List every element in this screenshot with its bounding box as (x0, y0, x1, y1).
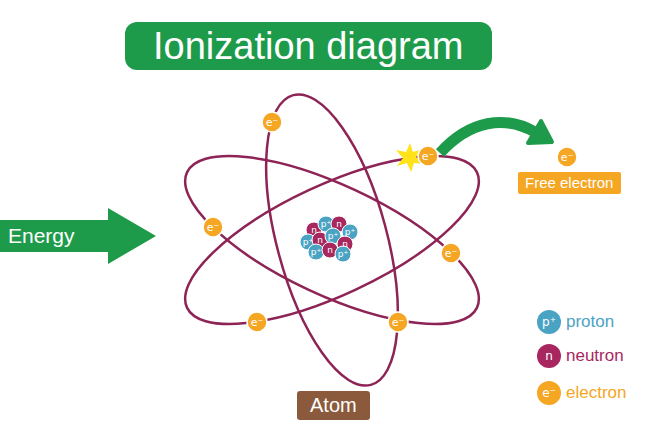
emission-arrowhead (528, 121, 552, 143)
arrow-outline (0, 208, 156, 264)
orbit (164, 123, 501, 358)
electron-circle (441, 243, 461, 263)
electron-symbol: e⁻ (561, 152, 574, 163)
title-box: Ionization diagram (125, 22, 492, 70)
nucleon-symbol: n (311, 226, 317, 235)
electron-symbol: e⁻ (445, 248, 458, 259)
legend-symbol: p⁺ (542, 316, 556, 328)
nucleon-symbol: n (327, 246, 333, 255)
nucleon-symbol: p⁺ (338, 250, 348, 259)
electron-symbol: e⁻ (266, 117, 279, 128)
emission-arrow (440, 122, 535, 153)
electron-symbol: e⁻ (207, 222, 220, 233)
atom-band: Atom (297, 391, 370, 420)
electron-circle (418, 146, 438, 166)
electron-circle (557, 147, 577, 167)
nucleon-symbol: p⁺ (303, 238, 313, 247)
electron-circle (247, 312, 267, 332)
electron-circle (388, 312, 408, 332)
orbit (240, 81, 424, 399)
electron-circle (262, 112, 282, 132)
energy-arrow: Energy (0, 208, 156, 264)
nucleon-symbol: p⁺ (311, 248, 321, 257)
nucleon-symbol: p⁺ (321, 220, 331, 229)
nucleon-symbol: n (336, 220, 342, 229)
legend-text: electron (566, 384, 626, 401)
node-label: Energy (8, 224, 75, 248)
legend-symbol: n (545, 350, 553, 362)
title-text: Ionization diagram (153, 22, 464, 70)
nucleon-symbol: p⁺ (345, 228, 355, 237)
nucleon-symbol: n (342, 240, 348, 249)
node-label: Atom (310, 394, 357, 417)
nucleon-symbol: p⁺ (328, 232, 338, 241)
node-label: Free electron (525, 174, 613, 191)
electron-symbol: e⁻ (392, 317, 405, 328)
electron-symbol: e⁻ (422, 151, 435, 162)
legend-symbol: e⁻ (542, 387, 556, 399)
legend-text: neutron (566, 347, 624, 364)
nucleon-symbol: n (317, 236, 323, 245)
electron-symbol: e⁻ (251, 317, 264, 328)
free-electron-band: Free electron (518, 172, 621, 194)
electron-circle (203, 217, 223, 237)
orbit (164, 123, 501, 358)
legend-text: proton (566, 313, 614, 330)
